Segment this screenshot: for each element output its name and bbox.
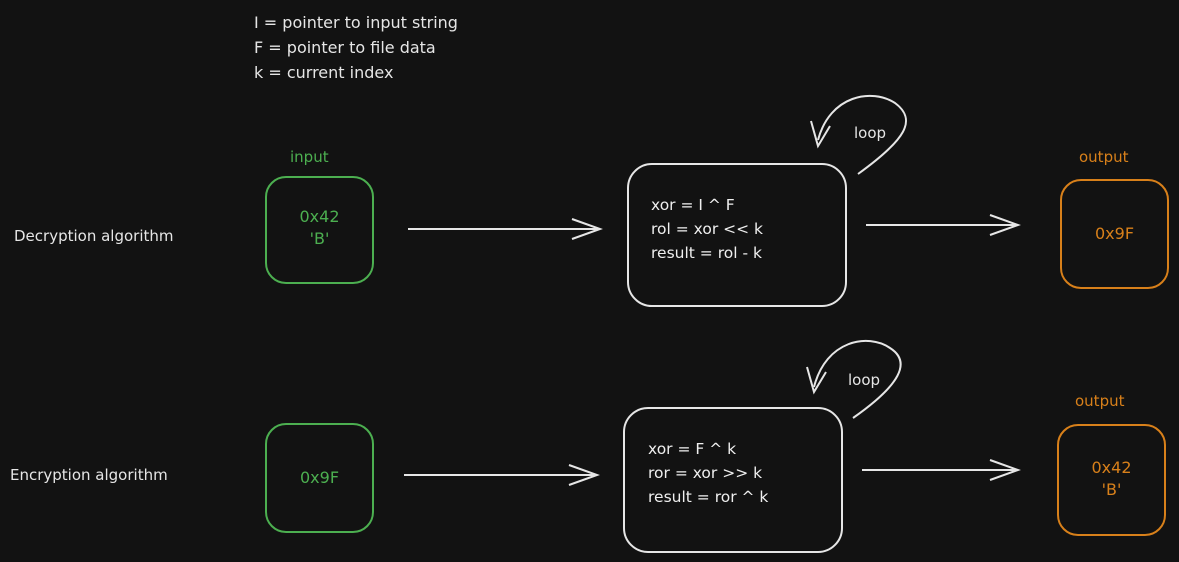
decryption-code-line-3: result = rol - k xyxy=(651,244,762,262)
encryption-row-label: Encryption algorithm xyxy=(10,466,168,484)
decryption-input-hex: 0x42 xyxy=(299,207,340,226)
encryption-arrowhead-1 xyxy=(568,464,600,486)
encryption-output-value: 0x42 'B' xyxy=(1058,457,1165,501)
encryption-code-line-3: result = ror ^ k xyxy=(648,488,769,506)
legend: I = pointer to input string F = pointer … xyxy=(254,10,458,85)
decryption-input-box xyxy=(265,176,374,284)
decryption-input-value: 0x42 'B' xyxy=(266,206,373,250)
encryption-output-hex: 0x42 xyxy=(1091,458,1132,477)
encryption-arrowhead-2 xyxy=(989,459,1021,481)
decryption-input-label: input xyxy=(290,148,329,166)
decryption-loop-arrow xyxy=(817,94,907,175)
encryption-output-label: output xyxy=(1075,392,1125,410)
encryption-input-box xyxy=(265,423,374,533)
decryption-output-box xyxy=(1060,179,1169,289)
encryption-loop-arrow xyxy=(813,340,902,419)
encryption-input-hex: 0x9F xyxy=(299,468,340,487)
decryption-output-label: output xyxy=(1079,148,1129,166)
decryption-code-box xyxy=(627,163,847,307)
encryption-loop-arrowhead xyxy=(806,366,827,395)
encryption-input-value: 0x9F xyxy=(266,467,373,489)
encryption-loop-label: loop xyxy=(848,371,881,389)
encryption-code: xor = F ^ k ror = xor >> k result = ror … xyxy=(648,437,768,509)
encryption-output-char: 'B' xyxy=(1101,480,1122,499)
decryption-code-line-2: rol = xor << k xyxy=(651,220,764,238)
legend-line-file: F = pointer to file data xyxy=(254,38,436,57)
decryption-output-hex: 0x9F xyxy=(1094,224,1135,243)
decryption-input-char: 'B' xyxy=(309,229,330,248)
decryption-code: xor = I ^ F rol = xor << k result = rol … xyxy=(651,193,763,265)
decryption-loop-label: loop xyxy=(854,124,887,142)
legend-line-index: k = current index xyxy=(254,63,394,82)
decryption-code-line-1: xor = I ^ F xyxy=(651,196,735,214)
encryption-code-box xyxy=(623,407,843,553)
decryption-output-value: 0x9F xyxy=(1061,223,1168,245)
legend-line-input: I = pointer to input string xyxy=(254,13,458,32)
encryption-output-box xyxy=(1057,424,1166,536)
decryption-row-label: Decryption algorithm xyxy=(14,227,174,245)
encryption-code-line-2: ror = xor >> k xyxy=(648,464,763,482)
encryption-code-line-1: xor = F ^ k xyxy=(648,440,737,458)
decryption-arrowhead-2 xyxy=(989,214,1021,236)
decryption-loop-arrowhead xyxy=(810,120,831,149)
decryption-arrowhead-1 xyxy=(571,218,603,240)
